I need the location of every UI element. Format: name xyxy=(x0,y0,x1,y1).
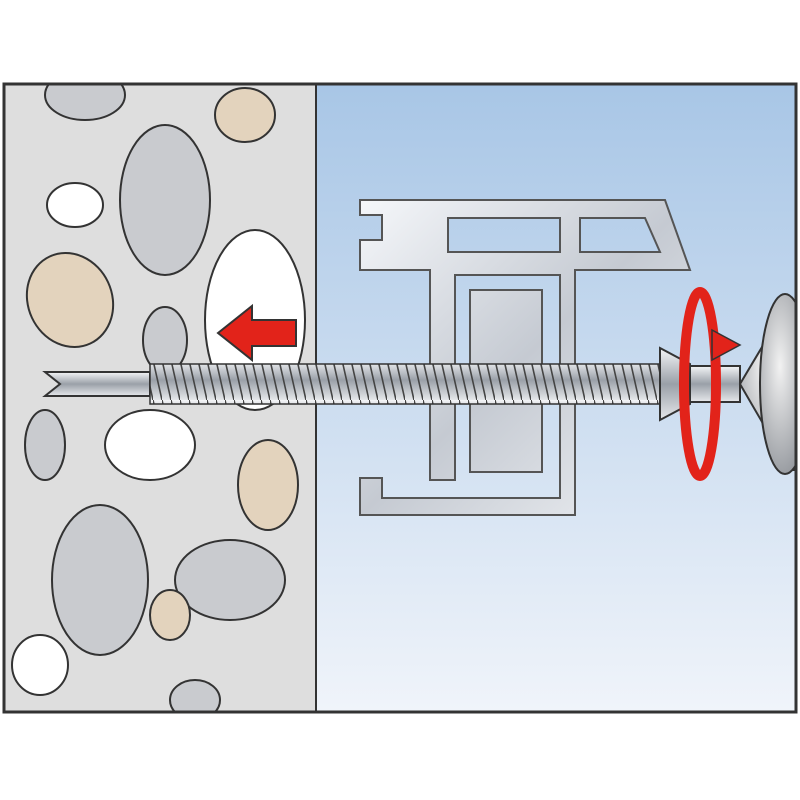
stone xyxy=(237,439,299,531)
screw-thread xyxy=(149,363,671,405)
rotation-arrow-icon xyxy=(679,287,742,481)
stone xyxy=(214,87,276,143)
stone xyxy=(51,504,149,656)
stone xyxy=(44,84,126,121)
drill-tip-icon xyxy=(42,371,151,397)
screw xyxy=(42,346,691,422)
stone xyxy=(149,589,191,641)
stone xyxy=(119,124,211,276)
stone xyxy=(142,306,188,374)
direction-arrow-icon xyxy=(216,303,297,363)
stone xyxy=(169,679,221,712)
aluminium-profile xyxy=(359,199,692,516)
frame-border xyxy=(2,82,798,714)
stone xyxy=(11,634,69,696)
stone xyxy=(104,409,196,481)
stone xyxy=(46,182,104,228)
stone xyxy=(25,252,115,348)
stone xyxy=(174,539,286,621)
stone xyxy=(24,409,66,481)
